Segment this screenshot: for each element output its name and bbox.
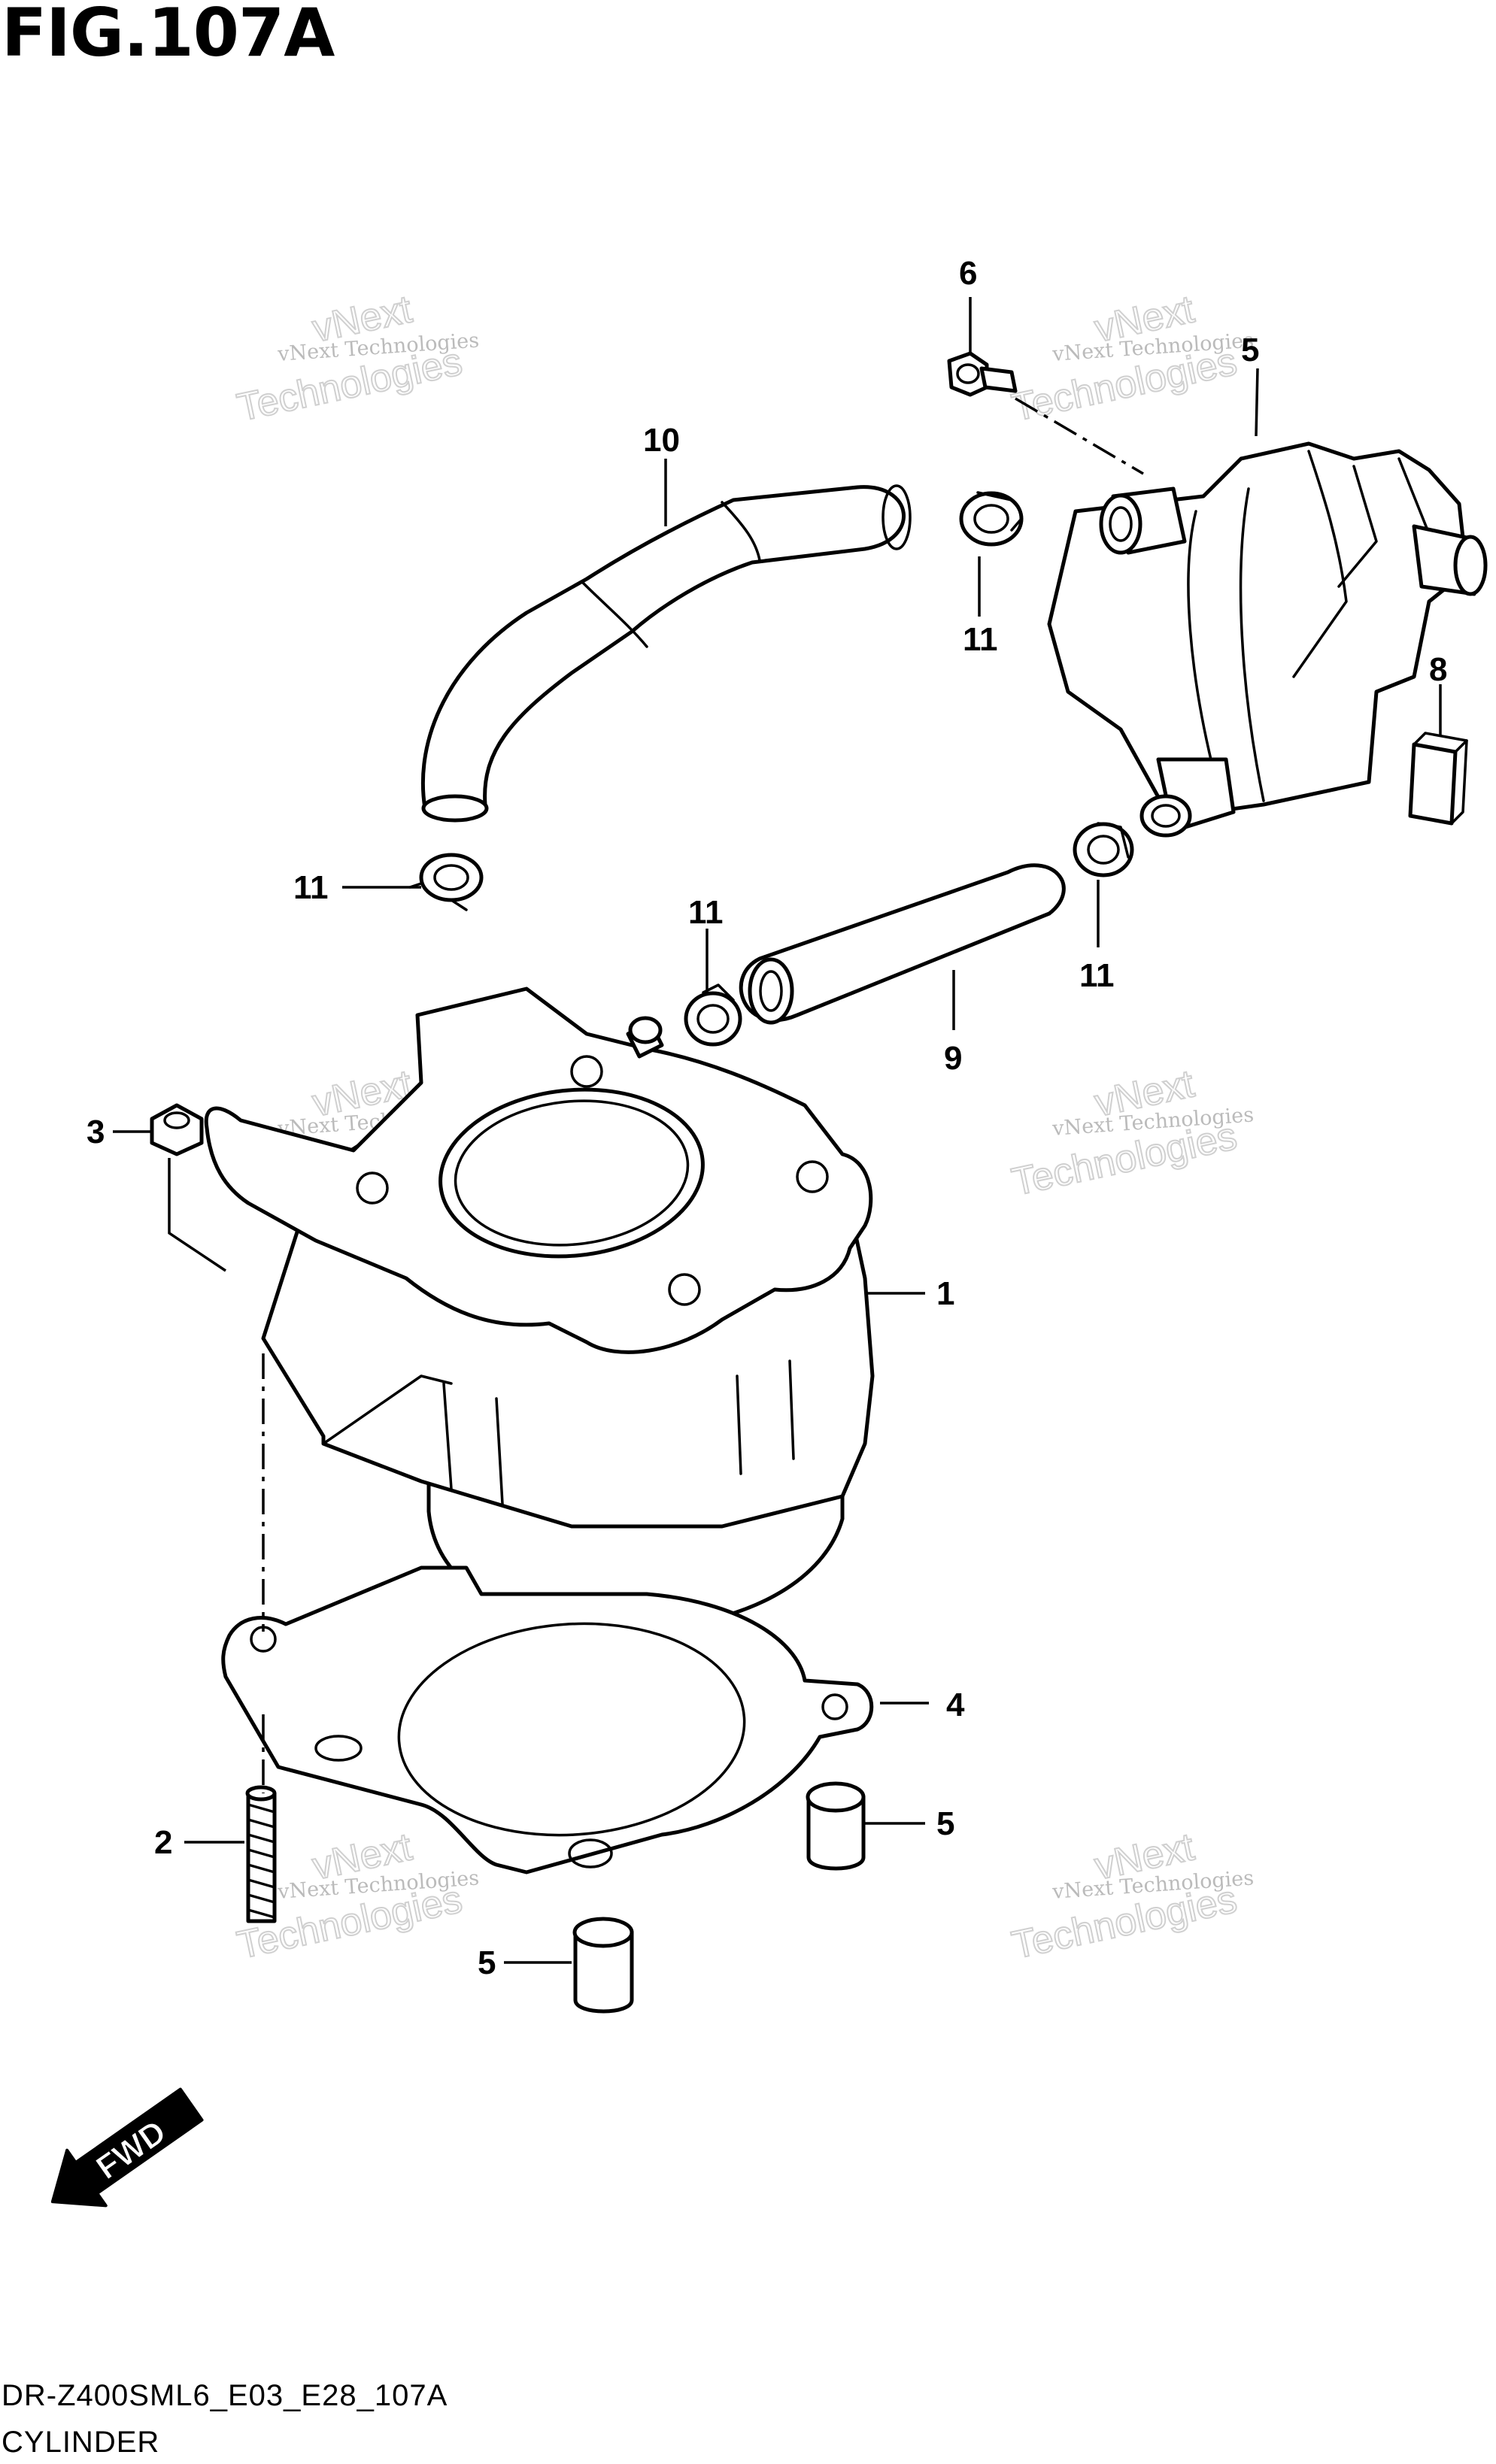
watermark-top-right: vNext Technologies vNext Technologies <box>1007 286 1255 430</box>
part-3-nut <box>150 1103 204 1156</box>
callout-11-middle: 11 <box>688 894 724 931</box>
callout-3: 3 <box>86 1114 105 1150</box>
part-11-clamp-left <box>408 853 484 911</box>
callout-1: 1 <box>936 1275 954 1312</box>
part-4-gasket <box>221 1565 874 1875</box>
forward-direction-arrow: FWD <box>50 2087 204 2208</box>
figure-title: FIG.107A <box>2 0 335 71</box>
part-11-clamp-right <box>1073 822 1134 877</box>
part-9-hose <box>739 863 1066 1025</box>
callout-5-lower: 5 <box>478 1944 496 1981</box>
watermark-top-left: vNext Technologies vNext Technologies <box>232 286 480 430</box>
callout-11-right: 11 <box>1079 957 1115 994</box>
callout-4: 4 <box>946 1687 965 1723</box>
figure-name: CYLINDER <box>2 2426 160 2459</box>
part-6-reed-valve-case <box>1047 441 1488 838</box>
part-8-cushion <box>1408 732 1468 826</box>
callout-5-upper: 5 <box>936 1805 954 1842</box>
part-5-dowel-pin-upper <box>806 1781 866 1871</box>
callout-labels: 6 5 10 11 8 11 11 11 9 3 1 4 2 5 5 <box>86 255 1447 1981</box>
watermark-bottom-right: vNext Technologies vNext Technologies <box>1007 1824 1255 1968</box>
part-1-cylinder <box>204 987 875 1631</box>
part-11-clamp-middle <box>684 983 742 1047</box>
part-7-bolt <box>947 351 1018 397</box>
callout-11-left: 11 <box>293 869 329 906</box>
figure-code: DR-Z400SML6_E03_E28_107A <box>2 2379 448 2412</box>
callout-11-upper: 11 <box>963 621 998 658</box>
callout-6: 5 <box>1241 332 1259 368</box>
part-2-stud-bolt <box>245 1785 277 1923</box>
leader-lines <box>113 297 1442 1964</box>
part-11-clamp-upper <box>959 491 1024 547</box>
watermark-middle-right: vNext Technologies vNext Technologies <box>1007 1061 1255 1205</box>
callout-7: 6 <box>959 255 977 292</box>
part-5-dowel-pin-lower <box>572 1917 634 2014</box>
callout-9: 9 <box>944 1040 962 1077</box>
callout-10: 10 <box>643 422 680 459</box>
callout-8: 8 <box>1429 651 1447 688</box>
part-10-hose <box>420 484 912 823</box>
callout-2: 2 <box>154 1824 172 1861</box>
